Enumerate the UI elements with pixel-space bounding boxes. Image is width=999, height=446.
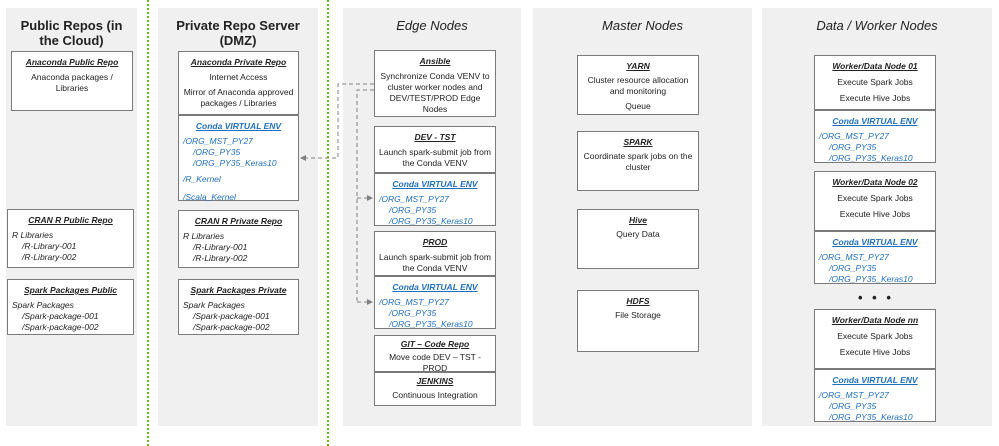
box-title: GIT – Code Repo xyxy=(400,339,470,349)
conda-env-list: /ORG_MST_PY27 /ORG_PY35 /ORG_PY35_Keras1… xyxy=(819,390,913,423)
worker-node-01-conda-box: Conda VIRTUAL ENV /ORG_MST_PY27 /ORG_PY3… xyxy=(814,110,936,163)
conda-env-list: /ORG_MST_PY27 /ORG_PY35 /ORG_PY35_Keras1… xyxy=(379,297,473,330)
box-line-2: Execute Hive Jobs xyxy=(839,93,911,104)
conda-env-list: /ORG_MST_PY27 /ORG_PY35 /ORG_PY35_Keras1… xyxy=(819,131,913,164)
box-title: Ansible xyxy=(419,56,451,66)
box-title: Conda VIRTUAL ENV xyxy=(195,121,282,131)
box-title: Anaconda Public Repo xyxy=(25,57,119,67)
box-desc: Launch spark-submit job from the Conda V… xyxy=(379,252,491,274)
cran-private-repo-box: CRAN R Private Repo R Libraries /R-Libra… xyxy=(178,210,299,268)
conda-env-list: /ORG_MST_PY27 /ORG_PY35 /ORG_PY35_Keras1… xyxy=(183,136,277,203)
box-desc: Continuous Integration xyxy=(392,390,478,400)
box-list: R Libraries /R-Library-001 /R-Library-00… xyxy=(183,231,248,264)
dev-conda-venv-box: Conda VIRTUAL ENV /ORG_MST_PY27 /ORG_PY3… xyxy=(374,173,496,226)
box-desc: Coordinate spark jobs on the cluster xyxy=(583,151,693,173)
box-line-2: Mirror of Anaconda approved packages / L… xyxy=(183,87,294,109)
yarn-box: YARN Cluster resource allocation and mon… xyxy=(577,55,699,115)
box-line-1: Execute Spark Jobs xyxy=(837,193,913,203)
private-conda-venv-box: Conda VIRTUAL ENV /ORG_MST_PY27 /ORG_PY3… xyxy=(178,115,299,203)
box-desc: File Storage xyxy=(615,310,661,320)
anaconda-public-repo-box: Anaconda Public Repo Anaconda packages /… xyxy=(11,51,133,111)
worker-nodes-title: Data / Worker Nodes xyxy=(816,18,938,33)
box-title: Conda VIRTUAL ENV xyxy=(392,179,478,189)
public-repos-title: Public Repos (in the Cloud) xyxy=(20,18,123,48)
box-title: CRAN R Public Repo xyxy=(28,215,113,225)
box-title: Conda VIRTUAL ENV xyxy=(832,237,918,247)
box-title: Anaconda Private Repo xyxy=(190,57,287,67)
dmz-left-separator xyxy=(147,0,149,446)
box-line-2: Execute Hive Jobs xyxy=(839,347,911,358)
prod-box: PROD Launch spark-submit job from the Co… xyxy=(374,231,496,276)
spark-packages-public-box: Spark Packages Public Spark Packages /Sp… xyxy=(7,279,134,335)
box-title: HDFS xyxy=(626,296,650,306)
jenkins-box: JENKINS Continuous Integration xyxy=(374,372,496,406)
conda-env-list: /ORG_MST_PY27 /ORG_PY35 /ORG_PY35_Keras1… xyxy=(819,252,913,285)
worker-node-01-box: Worker/Data Node 01 Execute Spark Jobs E… xyxy=(814,55,936,110)
box-list: Spark Packages /Spark-package-001 /Spark… xyxy=(183,300,270,333)
box-list: Spark Packages /Spark-package-001 /Spark… xyxy=(12,300,99,333)
box-list: R Libraries /R-Library-001 /R-Library-00… xyxy=(12,230,77,263)
box-title: DEV - TST xyxy=(414,132,456,142)
ansible-box: Ansible Synchronize Conda VENV to cluste… xyxy=(374,50,496,117)
hdfs-box: HDFS File Storage xyxy=(577,290,699,352)
box-desc: Move code DEV – TST - PROD xyxy=(389,352,481,374)
box-line-1: Execute Spark Jobs xyxy=(837,331,913,341)
worker-node-nn-conda-box: Conda VIRTUAL ENV /ORG_MST_PY27 /ORG_PY3… xyxy=(814,369,936,422)
ansible-trunk-line xyxy=(356,89,374,302)
box-desc: Query Data xyxy=(616,229,660,239)
spark-packages-private-box: Spark Packages Private Spark Packages /S… xyxy=(178,279,299,335)
box-title: Worker/Data Node nn xyxy=(831,315,919,325)
box-desc: Launch spark-submit job from the Conda V… xyxy=(379,147,491,169)
worker-node-nn-box: Worker/Data Node nn Execute Spark Jobs E… xyxy=(814,309,936,369)
box-title: Conda VIRTUAL ENV xyxy=(832,116,918,126)
more-nodes-ellipsis: • • • xyxy=(858,290,894,305)
box-title: CRAN R Private Repo xyxy=(194,216,283,226)
ansible-to-private-repo-arrow xyxy=(300,83,374,161)
git-code-repo-box: GIT – Code Repo Move code DEV – TST - PR… xyxy=(374,335,496,374)
box-title: Worker/Data Node 02 xyxy=(832,177,918,187)
worker-node-02-box: Worker/Data Node 02 Execute Spark Jobs E… xyxy=(814,171,936,231)
box-title: Conda VIRTUAL ENV xyxy=(392,282,478,292)
dmz-right-separator xyxy=(327,0,329,446)
master-nodes-title: Master Nodes xyxy=(602,18,683,33)
box-desc: Synchronize Conda VENV to cluster worker… xyxy=(380,71,490,115)
box-title: YARN xyxy=(626,61,650,71)
box-line-2: Queue xyxy=(625,101,651,112)
box-title: JENKINS xyxy=(416,376,454,386)
conda-env-list: /ORG_MST_PY27 /ORG_PY35 /ORG_PY35_Keras1… xyxy=(379,194,473,227)
box-title: PROD xyxy=(422,237,448,247)
spark-master-box: SPARK Coordinate spark jobs on the clust… xyxy=(577,131,699,191)
anaconda-private-repo-box: Anaconda Private Repo Internet Access Mi… xyxy=(178,51,299,115)
box-line-1: Internet Access xyxy=(209,72,268,82)
box-line-2: Execute Hive Jobs xyxy=(839,209,911,220)
prod-conda-venv-box: Conda VIRTUAL ENV /ORG_MST_PY27 /ORG_PY3… xyxy=(374,276,496,329)
dev-tst-box: DEV - TST Launch spark-submit job from t… xyxy=(374,126,496,173)
cran-public-repo-box: CRAN R Public Repo R Libraries /R-Librar… xyxy=(7,209,134,268)
edge-nodes-title: Edge Nodes xyxy=(396,18,468,33)
box-title: Conda VIRTUAL ENV xyxy=(832,375,918,385)
worker-node-02-conda-box: Conda VIRTUAL ENV /ORG_MST_PY27 /ORG_PY3… xyxy=(814,231,936,284)
private-repo-title: Private Repo Server (DMZ) xyxy=(176,18,300,48)
box-title: Spark Packages Public xyxy=(23,285,118,295)
box-title: SPARK xyxy=(623,137,653,147)
box-line-1: Cluster resource allocation and monitori… xyxy=(587,75,689,97)
box-title: Spark Packages Private xyxy=(190,285,287,295)
box-line-1: Execute Spark Jobs xyxy=(837,77,913,87)
box-title: Hive xyxy=(629,215,647,225)
box-title: Worker/Data Node 01 xyxy=(832,61,918,71)
hive-box: Hive Query Data xyxy=(577,209,699,269)
box-desc: Anaconda packages / Libraries xyxy=(31,72,113,94)
